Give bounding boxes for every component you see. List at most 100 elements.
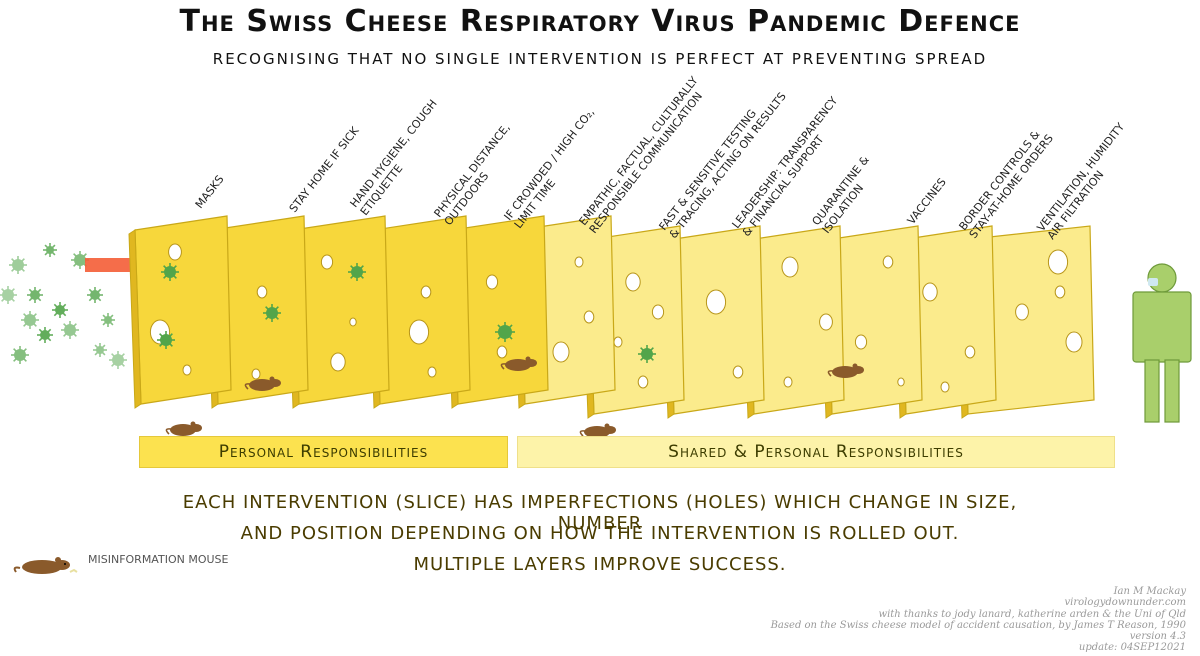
cheese-hole [420, 285, 432, 299]
cheese-diagram [0, 215, 1192, 438]
cheese-hole [783, 376, 793, 388]
virus-body [46, 246, 54, 254]
virus-body [498, 325, 512, 339]
virus-body [40, 330, 50, 340]
cheese-slice [128, 215, 232, 409]
mouse-ear [190, 421, 196, 427]
virus-icon [87, 287, 103, 303]
virus-body [12, 259, 24, 271]
virus-body [2, 289, 14, 301]
cheese-hole [922, 282, 938, 302]
virus-body [160, 334, 172, 346]
virus-body [351, 266, 363, 278]
cheese-hole [496, 345, 508, 359]
virus-icon [263, 304, 281, 322]
virus-body [90, 290, 100, 300]
credit-version: version 4.3 [1129, 631, 1186, 643]
virus-icon [21, 311, 39, 329]
cheese-hole [330, 352, 346, 372]
virus-icon [0, 286, 17, 304]
legend-mouse-icon [13, 557, 78, 574]
virus-icon [109, 351, 127, 369]
cheese-hole [897, 377, 905, 387]
virus-icon [161, 263, 179, 281]
misinformation-mouse-icon [827, 363, 864, 378]
cheese-hole [1065, 331, 1083, 353]
person-mask [1148, 278, 1158, 286]
virus-icon [71, 251, 89, 269]
message-line-2: and position depending on how the interv… [240, 523, 960, 544]
person-torso [1132, 291, 1192, 363]
cheese-hole [854, 334, 868, 350]
virus-icon [52, 302, 68, 318]
credit-update: update: 04SEP12021 [1078, 642, 1186, 654]
cheese-hole [625, 272, 641, 292]
credit-thanks: with thanks to jody lanard, katherine ar… [878, 608, 1186, 620]
virus-body [24, 314, 36, 326]
cheese-hole [485, 274, 499, 290]
cheese-hole [781, 256, 799, 278]
mouse-tail [165, 428, 172, 435]
message-line-1: Each intervention (slice) has imperfecti… [182, 492, 1018, 534]
cheese-hole [574, 256, 584, 268]
personal-responsibilities-band: Personal Responsibilities [139, 436, 508, 468]
virus-icon [43, 243, 57, 257]
mouse-ear [269, 376, 275, 382]
virus-icon [101, 313, 115, 327]
person-leg-right [1164, 359, 1180, 423]
virus-body [30, 290, 40, 300]
mouse-tail [579, 430, 586, 437]
mouse-tail [500, 363, 507, 370]
legend-mouse-label: Misinformation mouse [88, 553, 229, 566]
cheese-hole [1054, 285, 1066, 299]
mouse-ear [604, 423, 610, 429]
cheese-hole [1015, 303, 1029, 321]
cheese-hole [732, 365, 744, 379]
cheese-edge [128, 229, 142, 409]
cheese-hole [349, 317, 357, 327]
virus-icon [9, 256, 27, 274]
virus-body [641, 348, 653, 360]
cheese-hole [819, 313, 833, 331]
virus-body [164, 266, 176, 278]
mouse-body [505, 359, 531, 371]
virus-icon [61, 321, 79, 339]
virus-body [112, 354, 124, 366]
cheese-hole [427, 366, 437, 378]
cheese-hole [651, 304, 665, 320]
cheese-hole [705, 289, 727, 315]
cheese-hole [251, 368, 261, 380]
page-subtitle: Recognising that no single intervention … [212, 50, 988, 68]
cheese-hole [940, 381, 950, 393]
shared-responsibilities-band: Shared & Personal Responsibilities [517, 436, 1115, 468]
page-title: The Swiss Cheese Respiratory Virus Pande… [179, 4, 1021, 39]
mouse-tail [244, 383, 251, 390]
virus-body [266, 307, 278, 319]
cheese-hole [168, 243, 182, 261]
mouse-tail [827, 370, 834, 377]
virus-icon [495, 322, 515, 342]
virus-body [55, 305, 65, 315]
virus-icon [27, 287, 43, 303]
person-leg-left [1144, 359, 1160, 423]
virus-icon [93, 343, 107, 357]
misinformation-mouse-icon [244, 376, 281, 391]
mouse-body [170, 424, 196, 436]
virus-body [64, 324, 76, 336]
virus-body [96, 346, 104, 354]
cheese-hole [613, 336, 623, 348]
mouse-ear [852, 363, 858, 369]
cheese-hole [552, 341, 570, 363]
virus-icon [157, 331, 175, 349]
credit-site: virologydownunder.com [1064, 597, 1186, 609]
cheese-hole [583, 310, 595, 324]
credit-basis: Based on the Swiss cheese model of accid… [770, 619, 1186, 631]
virus-icon [638, 345, 656, 363]
virus-body [14, 349, 26, 361]
misinformation-mouse-icon [500, 356, 537, 371]
cheese-face [134, 215, 232, 405]
mouse-body [249, 379, 275, 391]
virus-icon [37, 327, 53, 343]
cheese-hole [320, 254, 334, 270]
person-icon [1132, 263, 1192, 423]
